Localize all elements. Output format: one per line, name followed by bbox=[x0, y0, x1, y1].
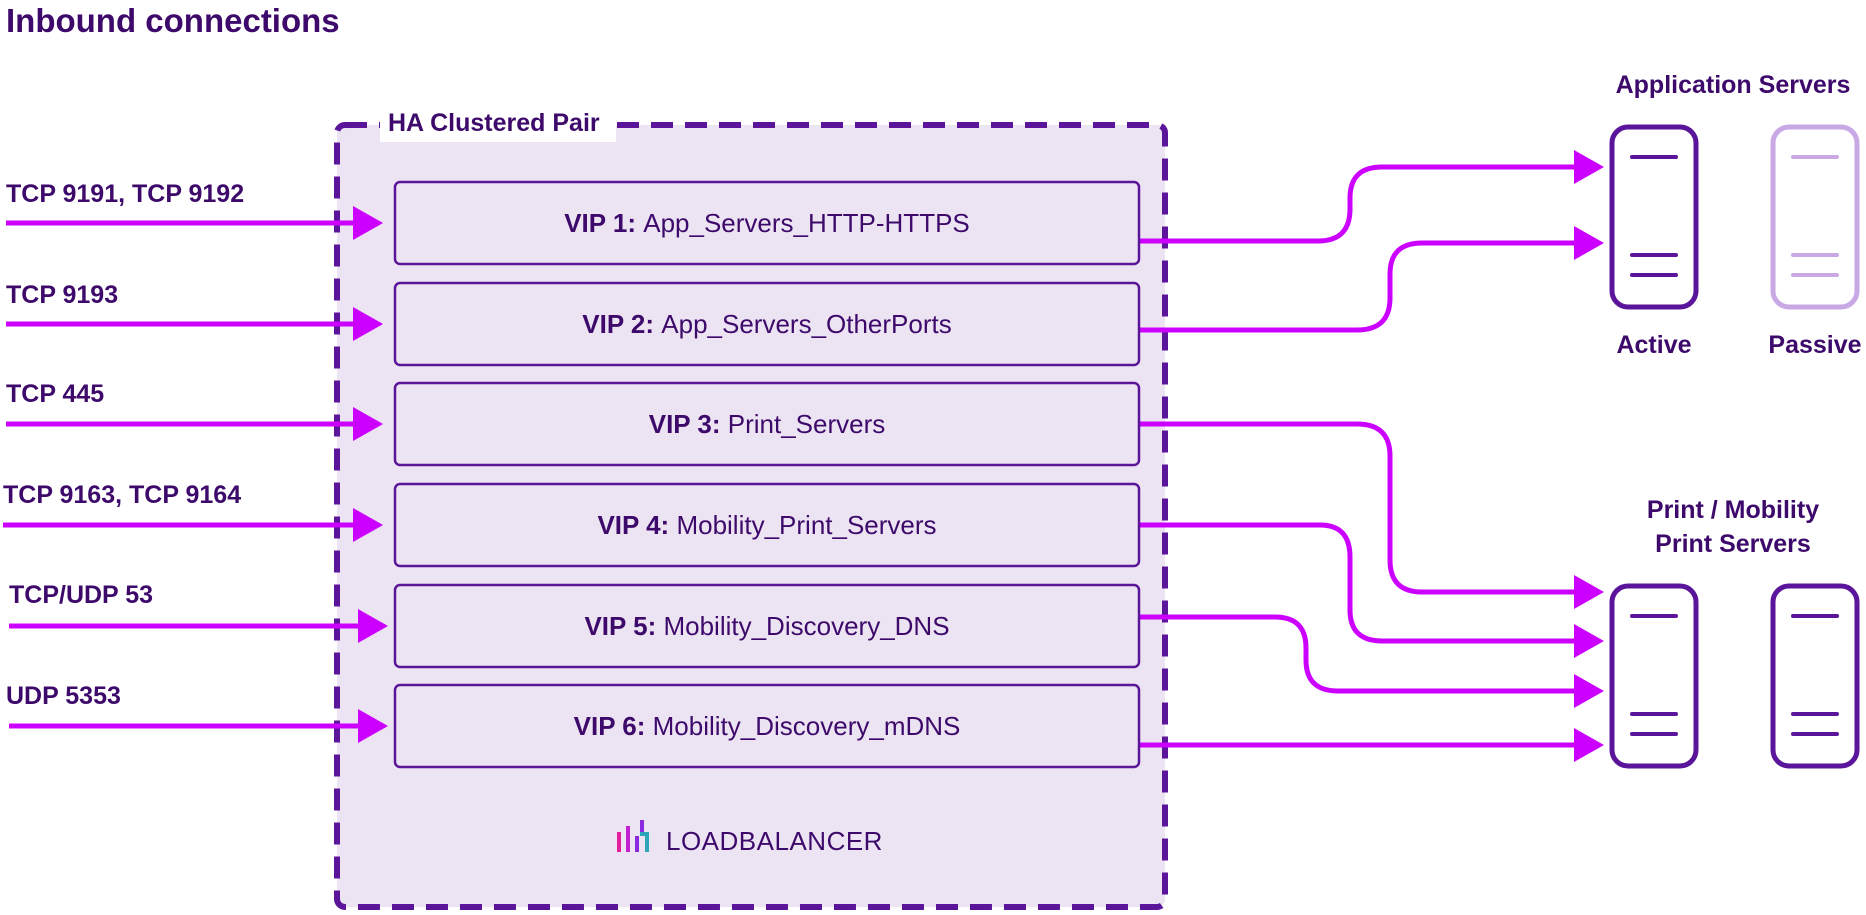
vip-name: Mobility_Print_Servers bbox=[676, 510, 936, 540]
inbound-port-label-2: TCP 9193 bbox=[6, 281, 118, 309]
logo-bar-4 bbox=[640, 820, 644, 836]
logo-bar-3 bbox=[635, 836, 639, 852]
vip-id: VIP 2: bbox=[582, 309, 661, 339]
vip-box-rect bbox=[393, 583, 1141, 669]
vip-name: Print_Servers bbox=[728, 409, 886, 439]
app-servers-title: Application Servers bbox=[1616, 71, 1851, 99]
active-label: Active bbox=[1616, 331, 1691, 359]
inbound-port-label-1: TCP 9191, TCP 9192 bbox=[6, 180, 244, 208]
print-servers-title-line2: Print Servers bbox=[1655, 530, 1811, 558]
outbound-arrow-head-1 bbox=[1574, 150, 1604, 184]
outbound-arrow-head-2 bbox=[1574, 226, 1604, 260]
inbound-port-label-6: UDP 5353 bbox=[6, 682, 121, 710]
inbound-arrow-head-4 bbox=[353, 508, 383, 542]
logo-bar-1 bbox=[617, 832, 621, 852]
logo-text: LOADBALANCER bbox=[666, 826, 883, 856]
vip-id: VIP 4: bbox=[597, 510, 676, 540]
outbound-connector-3 bbox=[1140, 421, 1578, 595]
vip-box-3: VIP 3: Print_Servers bbox=[393, 381, 1141, 467]
inbound-arrow-head-5 bbox=[358, 609, 388, 643]
vip-box-6: VIP 6: Mobility_Discovery_mDNS bbox=[393, 683, 1141, 769]
app-server-active-icon bbox=[1609, 124, 1699, 310]
server-body bbox=[1609, 124, 1699, 310]
logo-bar-2 bbox=[626, 826, 630, 852]
print-server-2-icon bbox=[1770, 583, 1860, 769]
print-server-1-icon bbox=[1609, 583, 1699, 769]
vip-box-rect bbox=[393, 482, 1141, 568]
servers-group bbox=[1609, 124, 1860, 769]
connectors-group bbox=[1140, 150, 1604, 762]
inbound-port-label-4: TCP 9163, TCP 9164 bbox=[3, 481, 241, 509]
vip-box-5: VIP 5: Mobility_Discovery_DNS bbox=[393, 583, 1141, 669]
vip-box-4: VIP 4: Mobility_Print_Servers bbox=[393, 482, 1141, 568]
cluster-label-bg bbox=[380, 108, 616, 142]
loadbalancer-logo: LOADBALANCER bbox=[617, 820, 883, 856]
vip-group: VIP 1: App_Servers_HTTP-HTTPS VIP 2: App_… bbox=[393, 180, 1141, 769]
vip-name: Mobility_Discovery_mDNS bbox=[653, 711, 961, 741]
page-title: Inbound connections bbox=[6, 2, 340, 39]
cluster-label: HA Clustered Pair bbox=[388, 109, 600, 137]
inbound-arrow-head-6 bbox=[358, 709, 388, 743]
server-body bbox=[1609, 583, 1699, 769]
vip-box-rect bbox=[393, 180, 1141, 266]
vip-box-label: VIP 1: App_Servers_HTTP-HTTPS bbox=[564, 208, 970, 238]
vip-box-rect bbox=[393, 683, 1141, 769]
outbound-connector-4 bbox=[1140, 522, 1578, 644]
vip-box-label: VIP 4: Mobility_Print_Servers bbox=[597, 510, 936, 540]
vip-name: App_Servers_OtherPorts bbox=[661, 309, 951, 339]
server-body bbox=[1770, 124, 1860, 310]
vip-box-label: VIP 5: Mobility_Discovery_DNS bbox=[584, 611, 949, 641]
outbound-arrow-head-6 bbox=[1574, 728, 1604, 762]
vip-name: App_Servers_HTTP-HTTPS bbox=[643, 208, 970, 238]
outbound-connector-1 bbox=[1140, 164, 1578, 244]
vip-box-label: VIP 3: Print_Servers bbox=[649, 409, 886, 439]
vip-id: VIP 3: bbox=[649, 409, 728, 439]
vip-box-2: VIP 2: App_Servers_OtherPorts bbox=[393, 281, 1141, 367]
logo-bar-5 bbox=[645, 836, 649, 852]
vip-id: VIP 5: bbox=[584, 611, 663, 641]
outbound-connector-5 bbox=[1140, 614, 1578, 694]
outbound-arrow-head-4 bbox=[1574, 624, 1604, 658]
vip-id: VIP 6: bbox=[574, 711, 653, 741]
inbound-arrow-head-3 bbox=[353, 407, 383, 441]
vip-id: VIP 1: bbox=[564, 208, 643, 238]
server-body bbox=[1770, 583, 1860, 769]
outbound-connector-2 bbox=[1140, 240, 1578, 333]
inbound-port-label-5: TCP/UDP 53 bbox=[9, 581, 153, 609]
vip-name: Mobility_Discovery_DNS bbox=[663, 611, 949, 641]
logo-bar-6 bbox=[640, 832, 649, 836]
vip-box-label: VIP 2: App_Servers_OtherPorts bbox=[582, 309, 951, 339]
inbound-port-label-3: TCP 445 bbox=[6, 380, 104, 408]
outbound-arrow-head-5 bbox=[1574, 674, 1604, 708]
print-servers-title-line1: Print / Mobility bbox=[1647, 496, 1819, 524]
vip-box-rect bbox=[393, 381, 1141, 467]
outbound-arrow-head-3 bbox=[1574, 575, 1604, 609]
app-server-passive-icon bbox=[1770, 124, 1860, 310]
inbound-arrow-head-2 bbox=[353, 307, 383, 341]
passive-label: Passive bbox=[1768, 331, 1861, 359]
inbound-arrow-head-1 bbox=[353, 206, 383, 240]
vip-box-1: VIP 1: App_Servers_HTTP-HTTPS bbox=[393, 180, 1141, 266]
vip-box-rect bbox=[393, 281, 1141, 367]
vip-box-label: VIP 6: Mobility_Discovery_mDNS bbox=[574, 711, 961, 741]
